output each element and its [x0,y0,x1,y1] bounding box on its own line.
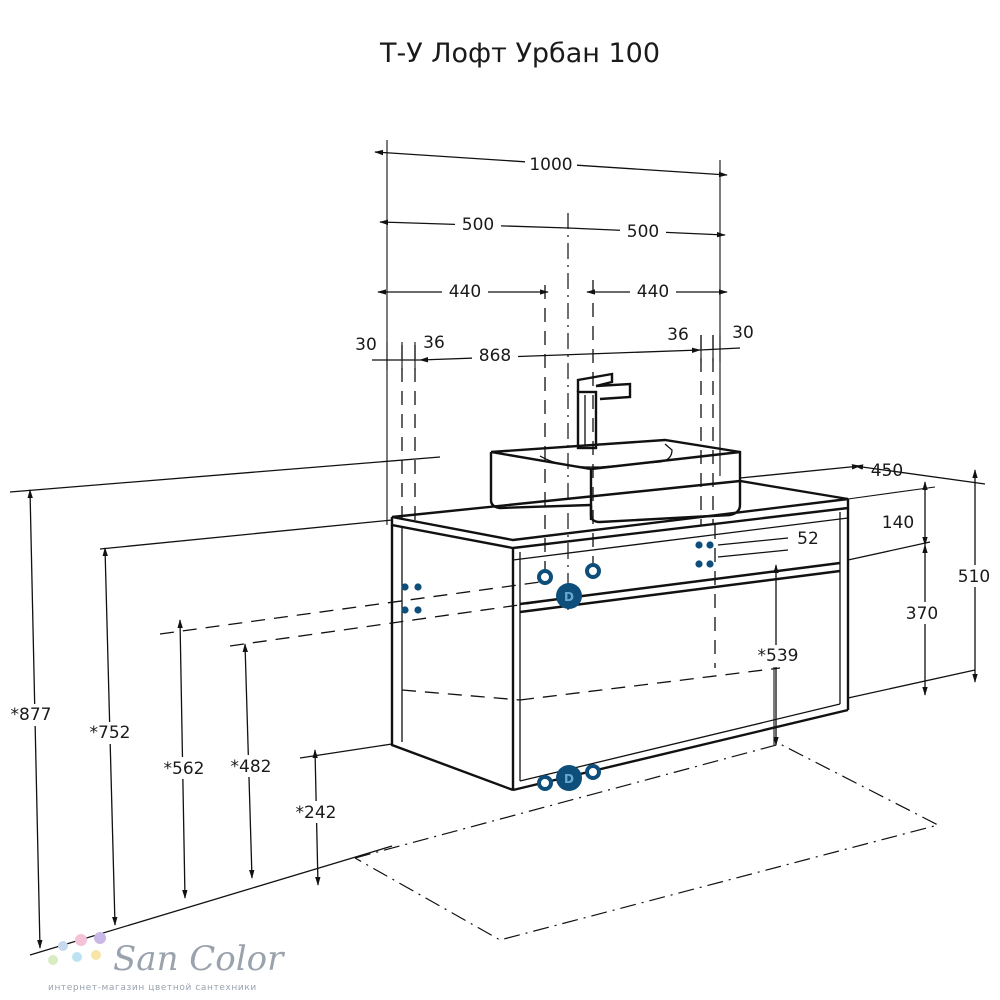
dim-total-height: 510 [958,567,990,587]
dim-total-width: 1000 [529,155,572,175]
dim-edge-left: 30 [355,335,377,355]
logo-dot-icon [91,950,101,960]
drawing-title: Т-У Лофт Урбан 100 [379,38,660,69]
mount-dot-icon [401,583,409,591]
logo-dot-icon [94,932,106,944]
dim-side-right: 36 [667,325,689,345]
dim-mount-left: 440 [449,282,481,302]
mount-dot-icon [706,560,714,568]
dim-half-left: 500 [462,215,494,235]
dim-edge-right: 30 [732,323,754,343]
dim-floor-drain: *482 [231,757,272,777]
drain-icon [556,583,582,609]
water-inlet-icon [537,775,553,791]
mount-dot-icon [414,606,422,614]
dim-top-height: 140 [882,513,914,533]
dim-floor-water: *562 [164,759,205,779]
wall-lines [9,456,976,956]
brand-name: San Color [113,939,285,979]
mount-dot-icon [695,560,703,568]
floor-footprint [354,743,940,941]
dim-shelf-gap: 52 [797,529,819,549]
top-dimensions: 1000 500 500 440 440 30 36 868 36 30 [355,149,754,370]
dim-mount-right: 440 [637,282,669,302]
logo-dot-icon [58,941,68,951]
drain-letter: D [564,590,574,604]
cabinet-body [390,479,850,792]
extension-lines [386,140,775,745]
water-inlet-icon [585,764,601,780]
dim-floor-basin: *752 [90,723,131,743]
faucet-icon [576,372,632,450]
water-inlet-icon [585,563,601,579]
logo-dot-icon [72,952,82,962]
dim-lower-height: 370 [906,604,938,624]
dim-floor-top: *877 [11,705,52,725]
brand-logo: San Color интернет-магазин цветной санте… [48,932,285,993]
mount-dot-icon [706,541,714,549]
dim-floor-bottom: *242 [296,803,337,823]
dim-side-left: 36 [423,333,445,353]
dim-half-right: 500 [627,222,659,242]
mount-dot-icon [401,606,409,614]
dim-inner-height: *539 [758,646,799,666]
dim-inner-width: 868 [479,346,511,366]
dim-depth: 450 [871,461,903,481]
water-inlet-icon [537,569,553,585]
logo-dot-icon [48,955,58,965]
right-dimensions: 450 510 140 370 52 *539 [717,461,999,746]
drain-letter-lower: D [564,772,574,786]
drain-icon [556,765,582,791]
logo-dot-icon [75,934,87,946]
brand-tagline: интернет-магазин цветной сантехники [48,983,257,993]
left-dimensions: *877 *752 *562 *482 *242 [6,489,342,949]
mount-dot-icon [695,541,703,549]
plumbing-markers: D D [401,541,714,791]
mount-dot-icon [414,583,422,591]
basin [489,438,742,524]
